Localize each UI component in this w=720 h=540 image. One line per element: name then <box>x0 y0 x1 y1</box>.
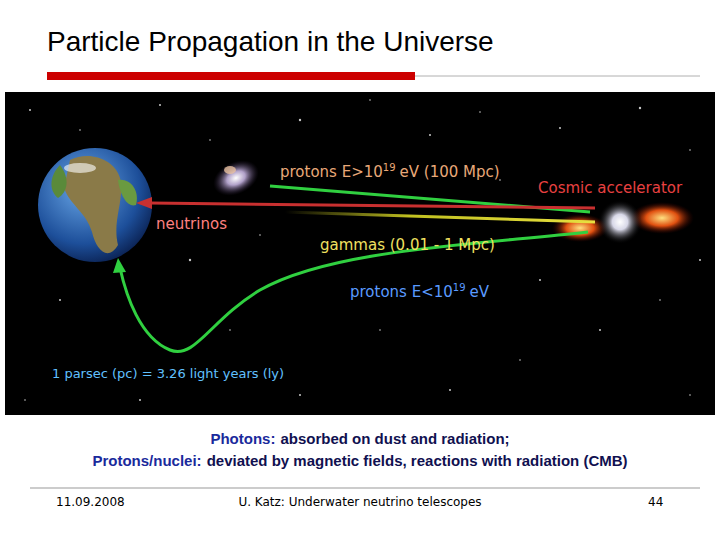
particle-label-box: protons E<1019 eV <box>350 282 489 301</box>
footer-author: U. Katz: Underwater neutrino telescopes <box>238 495 481 509</box>
title-bar <box>47 72 415 80</box>
particle-label-box: neutrinos <box>156 215 227 233</box>
particle-label: neutrinos <box>156 215 227 233</box>
particle-label-box: gammas (0.01 - 1 Mpc) <box>320 236 495 254</box>
galaxy <box>207 153 264 202</box>
particle-label: eV (100 Mpc) <box>400 163 500 181</box>
source-label-box: Cosmic accelerator <box>538 179 682 197</box>
footer-author-box: U. Katz: Underwater neutrino telescopes <box>0 495 720 509</box>
source-label: Cosmic accelerator <box>538 179 682 197</box>
space-background <box>5 92 715 415</box>
particle-label: protons E>10 <box>280 163 383 181</box>
particle-label: eV <box>470 283 490 301</box>
particle-label: 19 <box>383 162 396 173</box>
page-number-box: 44 <box>648 495 663 509</box>
page-number: 44 <box>648 495 663 509</box>
footer-rule <box>30 488 700 489</box>
neutrino-arrowhead <box>136 197 152 209</box>
neutrino-path <box>150 203 595 208</box>
particle-label: protons E<10 <box>350 283 453 301</box>
particle-label: gammas (0.01 - 1 Mpc) <box>320 236 495 254</box>
summary-line-box: Protons/nuclei: deviated by magnetic fiel… <box>0 452 720 469</box>
particle-label: 19 <box>453 282 466 293</box>
summary-line: deviated by magnetic fields, reactions w… <box>207 452 628 469</box>
title-box: Particle Propagation in the Universe <box>47 26 494 58</box>
footer-date: 11.09.2008 <box>56 495 125 509</box>
gamma-path <box>285 212 595 222</box>
summary-line-box: Photons: absorbed on dust and radiation; <box>0 430 720 447</box>
stars <box>24 99 701 401</box>
title-rule <box>415 76 700 77</box>
unit-note-box: 1 parsec (pc) = 3.26 light years (ly) <box>52 366 284 381</box>
unit-note: 1 parsec (pc) = 3.26 light years (ly) <box>52 366 284 381</box>
footer-date-box: 11.09.2008 <box>56 495 125 509</box>
particle-label-box: protons E>1019 eV (100 Mpc) <box>280 162 500 181</box>
earth <box>38 148 152 262</box>
summary-line: absorbed on dust and radiation; <box>280 430 509 447</box>
slide-title: Particle Propagation in the Universe <box>47 26 494 57</box>
summary-line: Photons: <box>210 430 275 447</box>
summary-line: Protons/nuclei: <box>92 452 201 469</box>
low-energy-proton-arrowhead <box>113 258 126 273</box>
low-energy-proton-path <box>120 232 588 352</box>
